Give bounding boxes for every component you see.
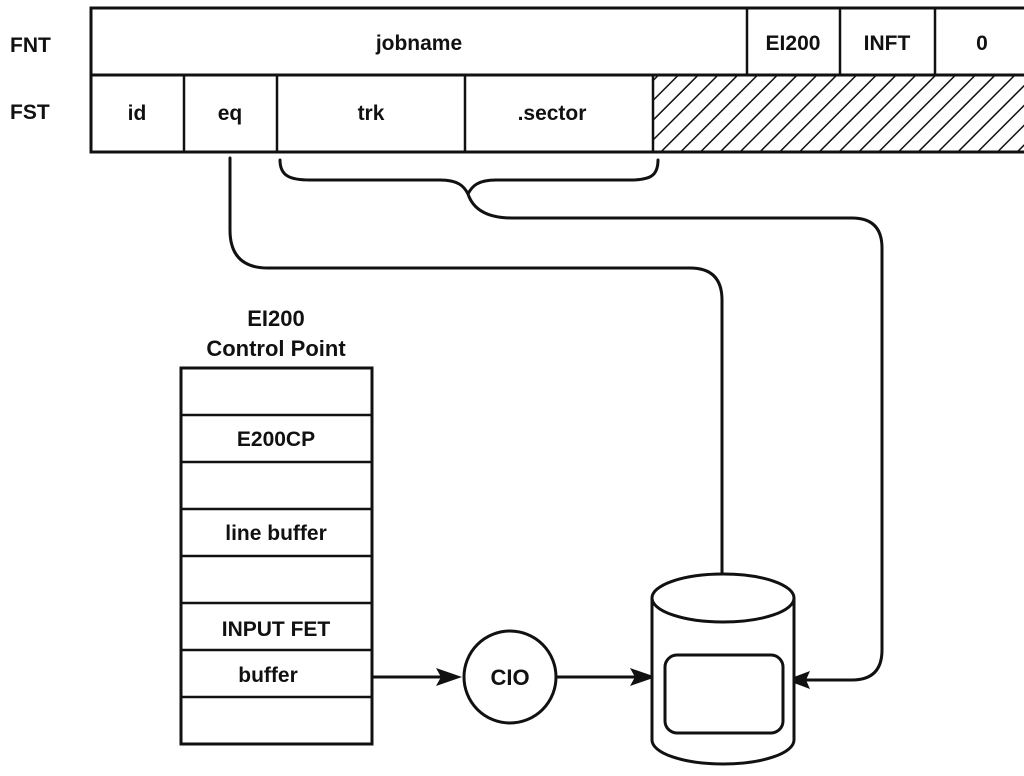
stack-cell-e200cp: E200CP	[237, 428, 315, 451]
fst-row: id eq trk .sector	[89, 73, 1024, 154]
disk-side-arrowhead	[786, 671, 810, 689]
control-point-title-line2: Control Point	[206, 336, 346, 361]
fnt-row: jobname EI200 INFT 0	[89, 6, 1024, 77]
fnt-jobname-field: jobname	[375, 32, 462, 55]
stack-cell-input-fet: INPUT FET	[222, 618, 331, 641]
buffer-to-cio-arrowhead	[436, 668, 462, 686]
fst-row-label: FST	[10, 101, 50, 124]
fnt-ei200-field: EI200	[766, 32, 821, 55]
fst-trk-field: trk	[358, 102, 385, 125]
trk-sector-brace	[278, 158, 660, 196]
fst-id-field: id	[128, 102, 147, 125]
fst-unused-hatched-area	[653, 75, 1024, 152]
fst-eq-field: eq	[218, 102, 243, 125]
fnt-inft-field: INFT	[864, 32, 911, 55]
fnt-row-label: FNT	[10, 34, 51, 57]
fnt-zero-field: 0	[976, 32, 988, 55]
cio-to-disk-arrowhead	[630, 668, 656, 686]
cio-label: CIO	[490, 665, 529, 690]
trk-sector-to-disk-connector	[466, 192, 884, 682]
control-point-stack: E200CP line buffer INPUT FET buffer	[179, 366, 374, 746]
eq-to-disk-connector	[228, 156, 724, 600]
stack-cell-buffer: buffer	[238, 664, 298, 687]
stack-cell-line-buffer: line buffer	[225, 522, 327, 545]
disk-storage-icon	[650, 572, 796, 766]
control-point-title-line1: EI200	[247, 306, 305, 331]
fst-sector-field: .sector	[518, 102, 587, 125]
